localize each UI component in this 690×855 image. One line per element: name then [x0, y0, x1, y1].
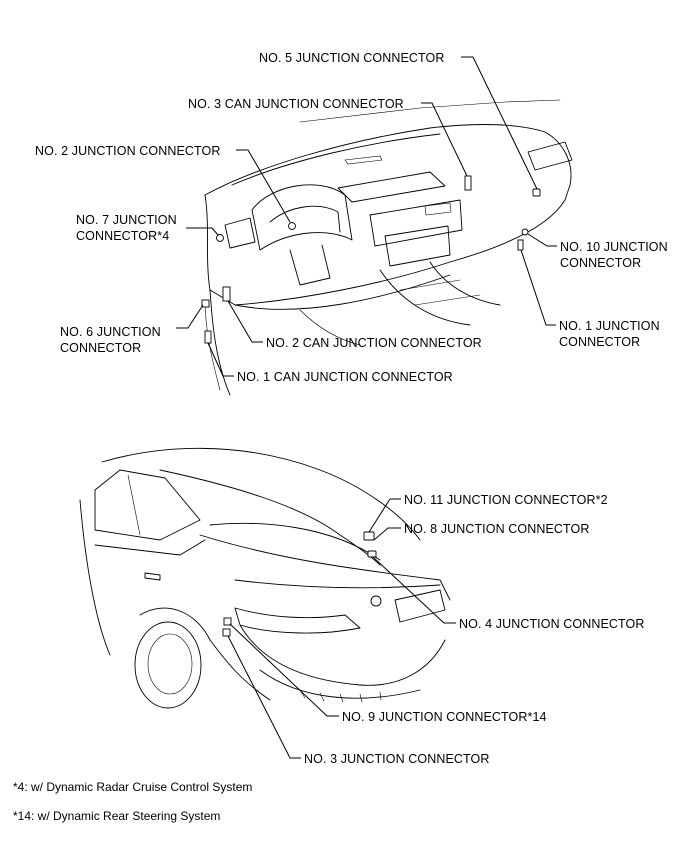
connector-no1-can-junction	[204, 330, 212, 344]
label-no7-junction-connector: NO. 7 JUNCTION CONNECTOR*4	[76, 212, 177, 244]
label-no7-line2: CONNECTOR*4	[76, 229, 170, 243]
leader-no4-junction	[372, 556, 456, 624]
connector-no5-junction	[532, 188, 541, 197]
label-no8-junction-connector: NO. 8 JUNCTION CONNECTOR	[404, 522, 590, 536]
leader-no10-junction	[527, 233, 557, 247]
label-no11-junction-connector: NO. 11 JUNCTION CONNECTOR*2	[404, 493, 608, 507]
car-side-window	[94, 469, 201, 541]
dash-top-surface	[204, 124, 546, 196]
leader-no6-junction	[176, 304, 204, 329]
footnote-14: *14: w/ Dynamic Rear Steering System	[13, 809, 221, 823]
label-no10-line1: NO. 10 JUNCTION	[560, 240, 668, 254]
connector-no2-junction	[288, 222, 296, 230]
leader-no2-junction	[236, 149, 291, 223]
dash-top-vent	[344, 155, 383, 165]
dash-top-surface-rear	[231, 133, 441, 186]
connector-no10-junction	[521, 228, 529, 236]
car-door-handle	[144, 572, 161, 581]
connector-no11-junction	[363, 531, 375, 541]
car-rear-wheel	[134, 621, 202, 709]
connector-no9-junction	[223, 617, 232, 626]
car-diffuser	[299, 689, 382, 703]
connector-no7-junction	[216, 234, 224, 242]
label-no2-can-junction-connector: NO. 2 CAN JUNCTION CONNECTOR	[266, 336, 482, 350]
car-body-side	[79, 499, 111, 656]
dash-center-panel	[369, 199, 463, 247]
leader-no3-can-junction	[421, 102, 468, 177]
car-trunk-edge	[234, 579, 441, 589]
connector-no3-can-junction	[464, 175, 472, 191]
dash-cluster-hood	[251, 184, 353, 251]
dash-center-display	[337, 171, 446, 203]
car-rear-glass	[159, 469, 381, 566]
dash-center-slot	[424, 202, 452, 216]
label-no6-line1: NO. 6 JUNCTION	[60, 325, 161, 339]
car-tail-lamp-right	[394, 589, 446, 623]
dash-cluster-inner	[269, 205, 341, 233]
label-no6-line2: CONNECTOR	[60, 341, 142, 355]
car-roof	[101, 447, 421, 541]
dash-console-detail	[299, 279, 481, 346]
leader-no5-junction	[461, 56, 538, 190]
rear-leader-lines	[227, 498, 456, 759]
dash-right-vent	[527, 141, 573, 171]
car-window-pillar	[127, 474, 141, 536]
label-no1-can-junction-connector: NO. 1 CAN JUNCTION CONNECTOR	[237, 370, 453, 384]
label-no2-junction-connector: NO. 2 JUNCTION CONNECTOR	[35, 144, 221, 158]
dash-lower-edge	[234, 274, 451, 310]
dashboard-illustration	[204, 99, 573, 396]
dashboard-connectors	[201, 175, 541, 344]
label-no10-line2: CONNECTOR	[560, 256, 642, 270]
dash-center-screen	[384, 225, 451, 267]
label-no10-junction-connector: NO. 10 JUNCTION CONNECTOR	[560, 239, 668, 271]
label-no5-junction-connector: NO. 5 JUNCTION CONNECTOR	[259, 51, 445, 65]
dash-front-face	[204, 194, 566, 306]
label-no1-line1: NO. 1 JUNCTION	[559, 319, 660, 333]
leader-no7-junction	[186, 227, 219, 236]
car-rear-corner	[209, 639, 271, 701]
connector-no8-junction	[367, 550, 377, 558]
leader-no11-junction	[368, 498, 401, 533]
dash-left-vent	[224, 217, 256, 249]
leader-no3-junction	[227, 635, 301, 759]
label-no6-junction-connector: NO. 6 JUNCTION CONNECTOR	[60, 324, 161, 356]
dash-right-end	[544, 131, 572, 201]
car-rear-bumper	[239, 624, 446, 686]
rear-car-illustration	[79, 447, 451, 709]
car-trunk-lid	[199, 534, 451, 601]
car-door-line	[94, 539, 206, 556]
rear-connectors	[222, 531, 377, 637]
label-no1-junction-connector: NO. 1 JUNCTION CONNECTOR	[559, 318, 660, 350]
dash-steering-column	[289, 244, 331, 286]
footnote-4: *4: w/ Dynamic Radar Cruise Control Syst…	[13, 780, 253, 794]
car-glass-lower	[209, 522, 381, 561]
car-wheel-arch	[139, 607, 211, 641]
connector-no1-junction	[517, 239, 524, 251]
dash-left-harness	[204, 299, 221, 391]
leader-no1-junction	[520, 249, 556, 326]
dash-console	[379, 261, 501, 326]
leader-no1-can-junction	[207, 342, 234, 377]
car-rear-wheel-rim	[147, 633, 193, 695]
car-tail-lamp-left	[234, 607, 361, 634]
label-no3-can-junction-connector: NO. 3 CAN JUNCTION CONNECTOR	[188, 97, 404, 111]
dash-windshield-line	[299, 99, 561, 123]
leader-no8-junction	[373, 527, 401, 541]
connector-no3-junction	[222, 628, 231, 637]
label-no1-line2: CONNECTOR	[559, 335, 641, 349]
label-no7-line1: NO. 7 JUNCTION	[76, 213, 177, 227]
label-no9-junction-connector: NO. 9 JUNCTION CONNECTOR*14	[342, 710, 547, 724]
label-no4-junction-connector: NO. 4 JUNCTION CONNECTOR	[459, 617, 645, 631]
label-no3-junction-connector: NO. 3 JUNCTION CONNECTOR	[304, 752, 490, 766]
car-emblem	[370, 595, 382, 607]
connector-no6-junction	[201, 299, 210, 308]
car-bumper-lower	[259, 669, 421, 699]
dash-left-lower	[209, 289, 231, 396]
leader-no2-can-junction	[227, 300, 263, 343]
leader-no9-junction	[229, 623, 339, 717]
connector-no2-can-junction	[222, 286, 231, 302]
dashboard-leader-lines	[176, 56, 557, 377]
